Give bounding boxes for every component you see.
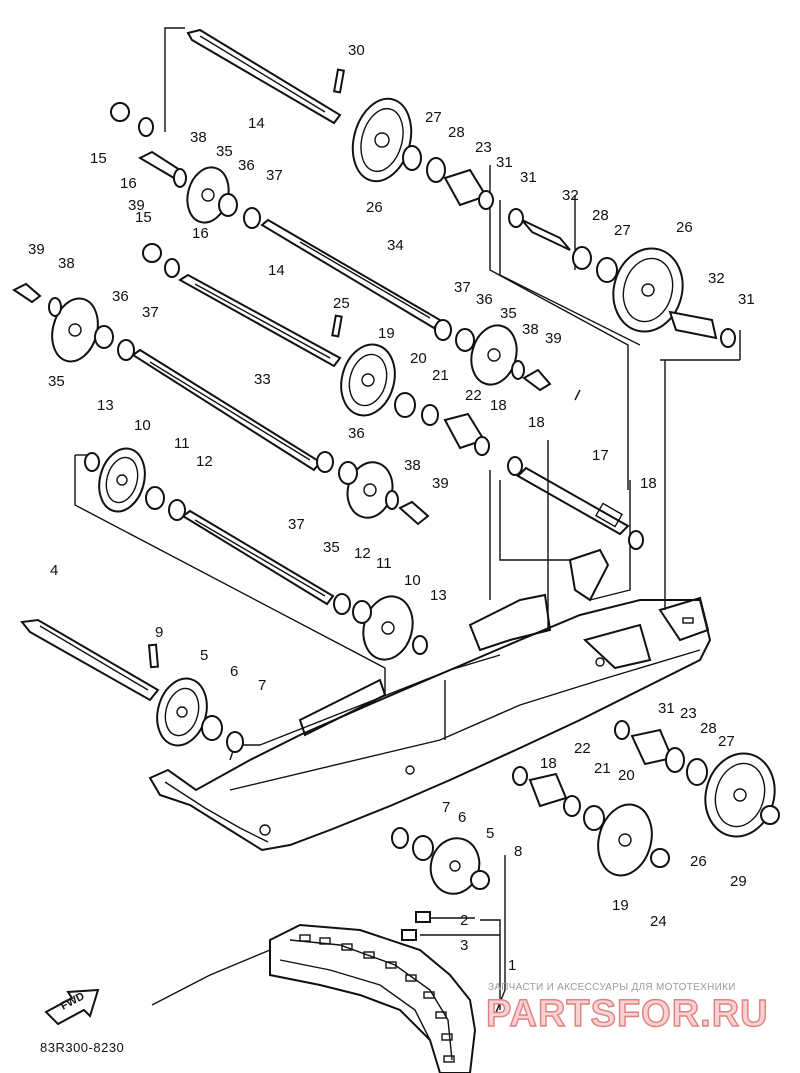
callout-15: 15 [90, 150, 107, 167]
callout-32: 32 [708, 270, 725, 287]
callout-7: 7 [442, 799, 450, 816]
callout-23: 23 [475, 139, 492, 156]
callout-39: 39 [545, 330, 562, 347]
callout-7: 7 [258, 677, 266, 694]
callout-31: 31 [496, 154, 513, 171]
callout-34: 34 [387, 237, 404, 254]
callout-36: 36 [476, 291, 493, 308]
callout-10: 10 [404, 572, 421, 589]
callout-33: 33 [254, 371, 271, 388]
callout-16: 16 [120, 175, 137, 192]
callout-39: 39 [28, 241, 45, 258]
callout-13: 13 [97, 397, 114, 414]
callout-18: 18 [490, 397, 507, 414]
shafts [20, 28, 630, 702]
callout-21: 21 [432, 367, 449, 384]
callout-27: 27 [425, 109, 442, 126]
callout-8: 8 [514, 843, 522, 860]
callout-39: 39 [432, 475, 449, 492]
callout-21: 21 [594, 760, 611, 777]
callout-27: 27 [614, 222, 631, 239]
callout-29: 29 [730, 873, 747, 890]
callout-35: 35 [48, 373, 65, 390]
callout-20: 20 [618, 767, 635, 784]
callout-6: 6 [458, 809, 466, 826]
callout-36: 36 [112, 288, 129, 305]
callout-14: 14 [268, 262, 285, 279]
callout-20: 20 [410, 350, 427, 367]
callout-31: 31 [520, 169, 537, 186]
callout-12: 12 [354, 545, 371, 562]
callout-3: 3 [460, 937, 468, 954]
callout-28: 28 [448, 124, 465, 141]
diagram-code: 83R300-8230 [40, 1040, 124, 1055]
watermark-tagline: ЗАПЧАСТИ И АКСЕССУАРЫ ДЛЯ МОТОТЕХНИКИ [488, 982, 736, 993]
callout-labels: 30 14 15 16 39 38 35 36 37 26 27 28 23 3… [28, 42, 755, 974]
drive-track [151, 923, 477, 1073]
watermark-brand: PARTSFOR.RU [486, 993, 769, 1035]
callout-1: 1 [508, 957, 516, 974]
callout-37: 37 [142, 304, 159, 321]
callout-11: 11 [174, 435, 190, 452]
callout-28: 28 [700, 720, 717, 737]
callout-17: 17 [592, 447, 609, 464]
callout-19: 19 [612, 897, 629, 914]
callout-37: 37 [288, 516, 305, 533]
callout-38: 38 [58, 255, 75, 272]
callout-35: 35 [323, 539, 340, 556]
callout-14: 14 [248, 115, 265, 132]
callout-12: 12 [196, 453, 213, 470]
callout-38: 38 [522, 321, 539, 338]
callout-2: 2 [460, 912, 468, 929]
callout-38: 38 [404, 457, 421, 474]
callout-30: 30 [348, 42, 365, 59]
callout-15: 15 [135, 209, 152, 226]
callout-6: 6 [230, 663, 238, 680]
callout-37: 37 [454, 279, 471, 296]
callout-38: 38 [190, 129, 207, 146]
callout-26: 26 [366, 199, 383, 216]
callout-39: 39 [128, 197, 145, 214]
callout-18: 18 [540, 755, 557, 772]
callout-13: 13 [430, 587, 447, 604]
callout-28: 28 [592, 207, 609, 224]
callout-26: 26 [676, 219, 693, 236]
callout-18: 18 [640, 475, 657, 492]
callout-24: 24 [650, 913, 667, 930]
callout-18: 18 [528, 414, 545, 431]
callout-5: 5 [486, 825, 494, 842]
callout-27: 27 [718, 733, 735, 750]
callout-11: 11 [376, 555, 392, 572]
callout-36: 36 [348, 425, 365, 442]
callout-10: 10 [134, 417, 151, 434]
callout-37: 37 [266, 167, 283, 184]
callout-5: 5 [200, 647, 208, 664]
callout-35: 35 [216, 143, 233, 160]
callout-22: 22 [465, 387, 482, 404]
callout-23: 23 [680, 705, 697, 722]
leader-lines [74, 27, 741, 1016]
fwd-arrow: FWD [44, 988, 100, 1026]
callout-19: 19 [378, 325, 395, 342]
callout-9: 9 [155, 624, 163, 641]
callout-36: 36 [238, 157, 255, 174]
callout-25: 25 [333, 295, 350, 312]
small-components [48, 102, 780, 941]
slide-rail-frame [148, 548, 712, 852]
callout-16: 16 [192, 225, 209, 242]
callout-22: 22 [574, 740, 591, 757]
callout-26: 26 [690, 853, 707, 870]
callout-4: 4 [50, 562, 58, 579]
callout-31: 31 [658, 700, 675, 717]
wheels [51, 97, 776, 895]
watermark: ЗАПЧАСТИ И АКСЕССУАРЫ ДЛЯ МОТОТЕХНИКИ PA… [485, 982, 769, 1036]
callout-32: 32 [562, 187, 579, 204]
callout-35: 35 [500, 305, 517, 322]
callout-31: 31 [738, 291, 755, 308]
